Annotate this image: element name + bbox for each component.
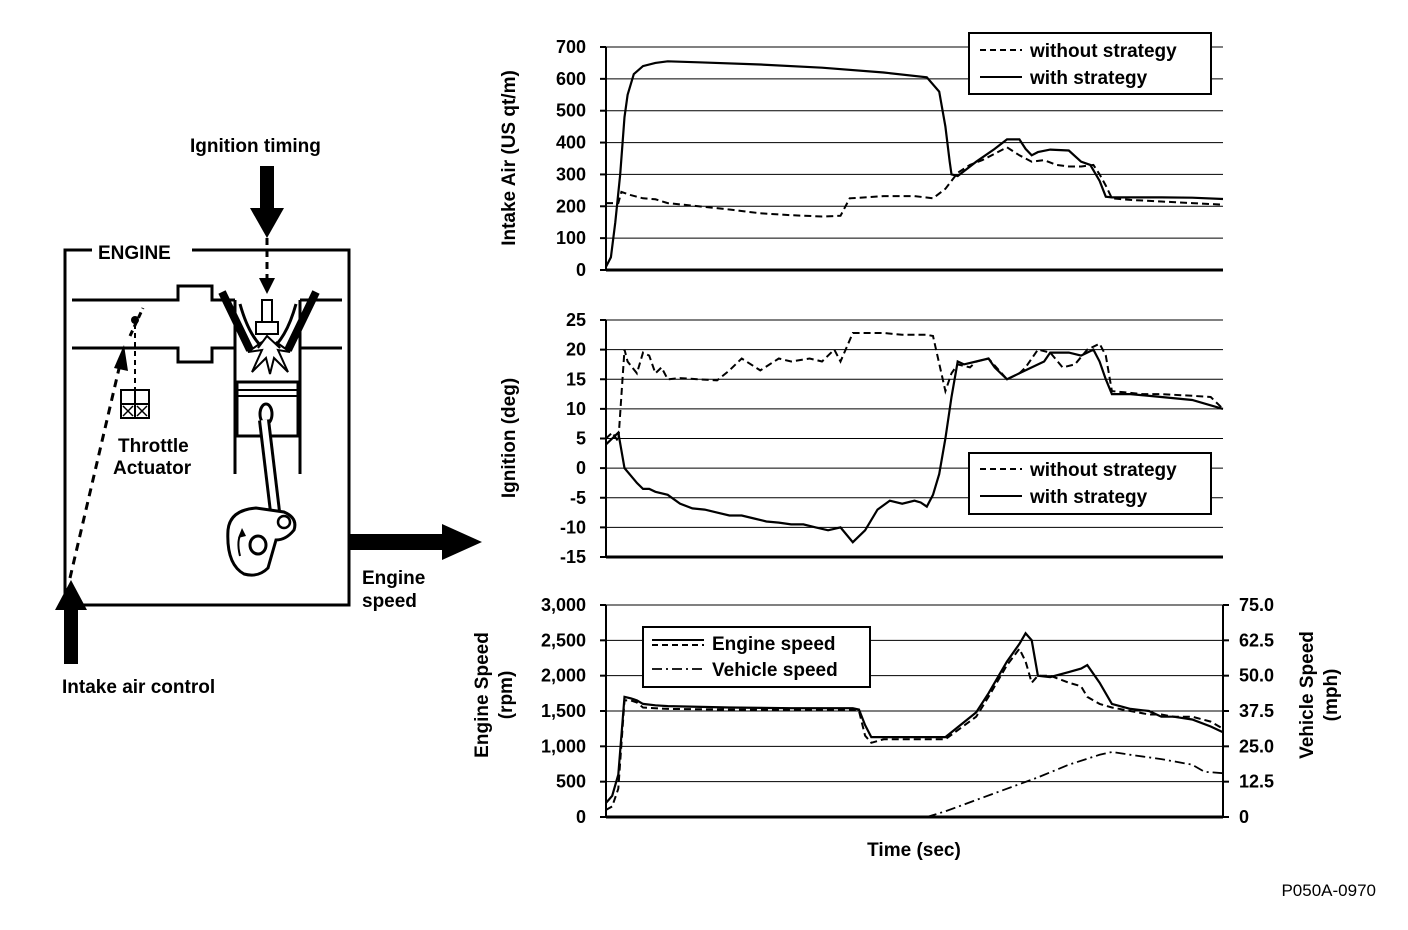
intake-air-series: [606, 60, 1224, 268]
y-tick-label: 3,000: [541, 595, 586, 615]
intake-air-control-label: Intake air control: [62, 677, 215, 698]
y-tick-label: 20: [566, 340, 586, 360]
engine-box: [63, 248, 351, 607]
legend-entry-without-strategy: without strategy: [1029, 460, 1177, 481]
y-tick-label: 500: [556, 772, 586, 792]
y-tick-label: 200: [556, 196, 586, 216]
engine-speed-y-axis-unit: (rpm): [496, 671, 517, 720]
ignition-timing-label: Ignition timing: [190, 136, 321, 157]
legend-entry-vehicle-speed: Vehicle speed: [712, 660, 838, 681]
engine-speed-y-axis-label: Engine Speed: [472, 632, 493, 758]
y2-tick-label: 75.0: [1239, 595, 1274, 615]
engine-speed-label: Engine: [362, 568, 425, 589]
y-tick-label: 2,000: [541, 666, 586, 686]
intake-air-y-axis-label: Intake Air (US qt/m): [499, 70, 520, 246]
y-tick-label: 500: [556, 101, 586, 121]
y-tick-label: 1,500: [541, 701, 586, 721]
vehicle-speed-y-axis-unit: (mph): [1321, 669, 1342, 722]
y-tick-label: -10: [560, 517, 586, 537]
throttle-valve: [128, 307, 145, 392]
connecting-rod: [258, 419, 282, 521]
y-tick-label: 25: [566, 310, 586, 330]
ignition-legend: without strategy with strategy: [968, 452, 1212, 515]
crankshaft: [226, 506, 297, 577]
legend-entry-engine-speed: Engine speed: [712, 634, 836, 655]
speed-legend: Engine speed Vehicle speed: [642, 626, 871, 688]
y2-tick-label: 37.5: [1239, 701, 1274, 721]
y-tick-label: 10: [566, 399, 586, 419]
intake-manifold: [72, 284, 342, 364]
speed-chart: 0 500 1,000 1,500 2,000 2,500 3,000 0 12.5 25.0 3…: [472, 595, 1342, 861]
throttle-actuator-label: Throttle: [118, 436, 189, 457]
engine-diagram: ENGINE Throttle Actuator: [55, 136, 482, 698]
y-tick-label: 0: [576, 260, 586, 280]
y-tick-label: -15: [560, 547, 586, 567]
engine-speed-without-strategy-line: [606, 646, 1224, 811]
ignition-with-strategy-line: [606, 348, 1224, 544]
y-tick-label: 0: [576, 807, 586, 827]
engine-speed-label-2: speed: [362, 591, 417, 612]
engine-speed-y-tick-labels: 0 500 1,000 1,500 2,000 2,500 3,000: [541, 595, 586, 827]
y-tick-label: 2,500: [541, 630, 586, 650]
y-tick-label: 400: [556, 133, 586, 153]
engine-speed-line: [606, 631, 1224, 804]
y-tick-label: 600: [556, 69, 586, 89]
legend-entry-with-strategy: with strategy: [1029, 487, 1148, 508]
throttle-actuator: [120, 389, 150, 419]
intake-air-y-tick-labels: 0 100 200 300 400 500 600 700: [556, 37, 586, 280]
throttle-command-arrow: [68, 345, 128, 579]
y-tick-label: 5: [576, 429, 586, 449]
ignition-y-axis-label: Ignition (deg): [499, 378, 520, 498]
spark-icon: [247, 334, 291, 375]
time-x-axis-label: Time (sec): [867, 840, 961, 861]
ignition-series: [606, 332, 1224, 544]
vehicle-speed-line: [926, 751, 1224, 818]
engine-speed-arrow: [349, 524, 482, 560]
ignition-grid: [600, 319, 1223, 559]
ignition-timing-arrow: [250, 166, 284, 294]
vehicle-speed-y-axis-label: Vehicle Speed: [1297, 631, 1318, 759]
engine-cylinder: [233, 348, 302, 474]
y2-tick-label: 12.5: [1239, 772, 1274, 792]
y2-tick-label: 62.5: [1239, 630, 1274, 650]
ignition-chart: -15 -10 -5 0 5 10 15 20 25 Ignition (deg) withou…: [499, 310, 1224, 567]
y2-tick-label: 0: [1239, 807, 1249, 827]
vehicle-speed-y-tick-labels: 0 12.5 25.0 37.5 50.0 62.5 75.0: [1239, 595, 1274, 827]
engine-label: ENGINE: [98, 243, 171, 264]
y-tick-label: 1,000: [541, 736, 586, 756]
ignition-y-tick-labels: -15 -10 -5 0 5 10 15 20 25: [560, 310, 586, 567]
y2-tick-label: 25.0: [1239, 736, 1274, 756]
y-tick-label: 300: [556, 164, 586, 184]
y2-tick-label: 50.0: [1239, 666, 1274, 686]
y-tick-label: 700: [556, 37, 586, 57]
intake-air-with-strategy-line: [606, 60, 1224, 268]
speed-series: [606, 631, 1224, 818]
figure-code: P050A-0970: [1281, 881, 1376, 900]
intake-air-chart: 0 100 200 300 400 500 600 700 Intake Air (US qt…: [499, 32, 1224, 280]
spark-plug: [247, 299, 291, 375]
y-tick-label: -5: [570, 488, 586, 508]
y-tick-label: 0: [576, 458, 586, 478]
ignition-without-strategy-line: [606, 332, 1224, 445]
y-tick-label: 15: [566, 369, 586, 389]
legend-entry-without-strategy: without strategy: [1029, 41, 1177, 62]
intake-air-legend: without strategy with strategy: [968, 32, 1212, 95]
y-tick-label: 100: [556, 228, 586, 248]
intake-air-control-arrow: [55, 580, 87, 664]
intake-air-without-strategy-line: [606, 146, 1224, 218]
throttle-actuator-label-2: Actuator: [113, 458, 192, 479]
legend-entry-with-strategy: with strategy: [1029, 68, 1148, 89]
